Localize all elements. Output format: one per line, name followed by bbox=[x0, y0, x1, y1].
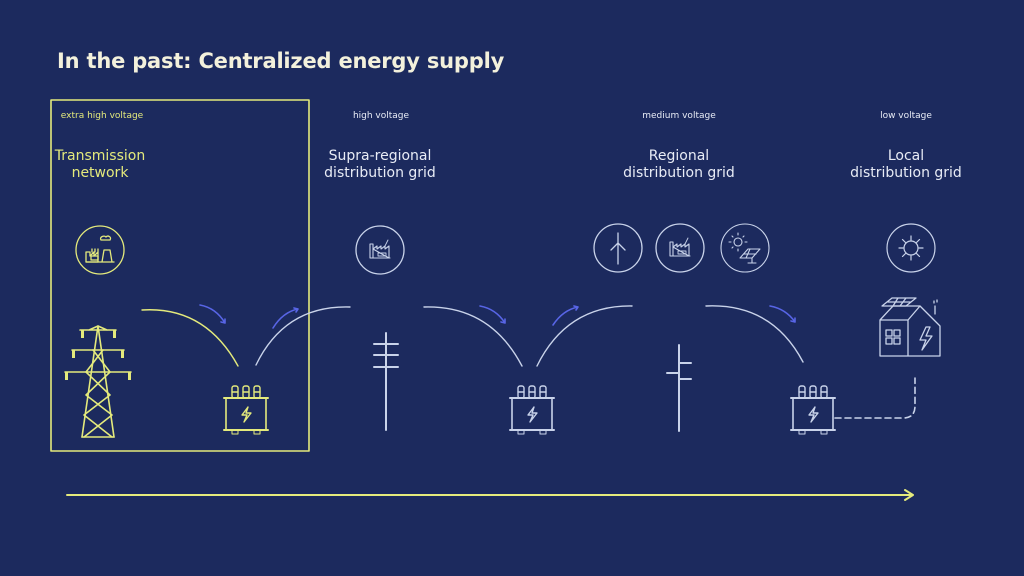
house-icon bbox=[879, 297, 941, 357]
voltage-label-low: low voltage bbox=[880, 111, 932, 121]
flow-arc bbox=[423, 306, 523, 367]
transformer-icon bbox=[509, 385, 555, 435]
flow-arc bbox=[536, 305, 633, 367]
arrow-down-icon bbox=[769, 305, 796, 323]
flow-arc bbox=[141, 309, 239, 367]
dashed-connection-line bbox=[834, 377, 916, 419]
transformer-icon bbox=[223, 385, 269, 435]
power-flow-arcs bbox=[141, 305, 804, 367]
arrow-down-icon bbox=[479, 305, 506, 324]
stage-title-line: distribution grid bbox=[850, 165, 962, 181]
utility-pole-icon bbox=[666, 344, 692, 432]
voltage-label-high: high voltage bbox=[352, 111, 410, 121]
arrow-up-icon bbox=[552, 305, 579, 326]
stage-title-line: Supra-regional bbox=[328, 148, 432, 164]
factory-icon bbox=[355, 225, 405, 275]
stage-title-line: Local bbox=[887, 148, 925, 164]
highlight-box bbox=[50, 99, 310, 452]
arrow-down-icon bbox=[199, 304, 226, 324]
factory-icon bbox=[655, 223, 705, 273]
arrow-up-icon bbox=[272, 307, 299, 329]
utility-pole-icon bbox=[373, 332, 399, 431]
voltage-label-extra-high: extra high voltage bbox=[60, 111, 144, 121]
voltage-label-medium: medium voltage bbox=[642, 111, 716, 121]
stage-title-line: distribution grid bbox=[324, 165, 436, 181]
stage-title-line: Regional bbox=[648, 148, 710, 164]
page-title: In the past: Centralized energy supply bbox=[57, 49, 505, 73]
transmission-tower-icon bbox=[64, 325, 132, 438]
voltage-direction-arrow bbox=[66, 489, 914, 501]
solar-panel-icon bbox=[720, 223, 770, 273]
stage-title-line: Transmission bbox=[54, 148, 146, 164]
flow-arc bbox=[255, 306, 351, 366]
sun-icon bbox=[886, 223, 936, 273]
transformer-icon bbox=[790, 385, 836, 435]
wind-turbine-icon bbox=[593, 223, 643, 273]
flow-arc bbox=[705, 305, 804, 363]
stage-title-line: network bbox=[71, 165, 129, 181]
flow-direction-arrows bbox=[199, 304, 796, 329]
power-plant-icon bbox=[75, 225, 125, 275]
stage-title-line: distribution grid bbox=[623, 165, 735, 181]
